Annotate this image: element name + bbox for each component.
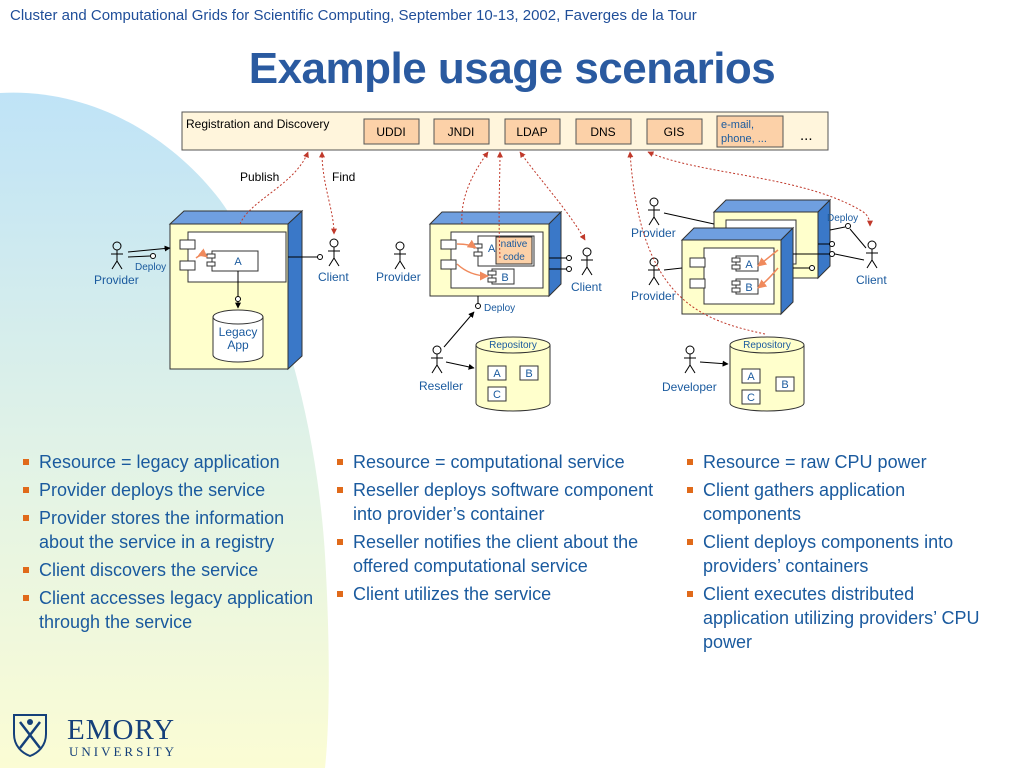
find-label: Find: [332, 170, 355, 184]
publish-arrow: [239, 151, 309, 225]
native-code-box: native code A: [473, 235, 535, 267]
legacy-label-1: Legacy: [219, 325, 258, 339]
legacy-app-cylinder: Legacy App: [212, 309, 264, 363]
bullet-item: Reseller notifies the client about the o…: [334, 530, 664, 578]
provider-bottom-actor-icon: [647, 257, 661, 286]
repo-c-label: C: [493, 389, 501, 401]
component-b-label: B: [501, 272, 508, 284]
component-b-label: B: [745, 282, 752, 294]
registry-service-dns: DNS: [575, 118, 632, 145]
registry-service-label: LDAP: [516, 125, 547, 139]
component-b: B: [731, 278, 759, 295]
component-a-label: A: [488, 243, 496, 255]
deploy-label: Deploy: [827, 213, 858, 224]
repository-cylinder: Repository A B C: [475, 336, 551, 412]
registry-ellipsis: ...: [800, 127, 813, 144]
provider-label: Provider: [376, 270, 421, 284]
provider-actor-icon: [393, 241, 407, 270]
registry-service-ldap: LDAP: [504, 118, 561, 145]
component-a: A: [731, 255, 759, 272]
bullet-item: Client deploys components into providers…: [684, 530, 1004, 578]
provider-bottom-label: Provider: [631, 289, 676, 303]
bullet-item: Client accesses legacy application throu…: [20, 586, 320, 634]
registry-service-label: UDDI: [376, 125, 405, 139]
slide-title: Example usage scenarios: [248, 44, 776, 93]
publish-label: Publish: [240, 170, 279, 184]
registry-service-email-phone: e-mail, phone, ...: [716, 115, 784, 148]
bullets-computational-scenario: Resource = computational service Reselle…: [334, 450, 664, 610]
bullet-item: Resource = raw CPU power: [684, 450, 1004, 474]
repo-a-label: A: [747, 371, 755, 383]
reseller-label: Reseller: [419, 379, 463, 393]
registry-service-label: GIS: [664, 125, 685, 139]
component-b: B: [487, 268, 515, 285]
registry-service-jndi: JNDI: [433, 118, 490, 145]
repo-a-label: A: [493, 368, 501, 380]
provider-actor-icon: [110, 241, 124, 270]
native-label-2: code: [503, 252, 525, 263]
component-a: A: [206, 250, 259, 272]
slide-header: Cluster and Computational Grids for Scie…: [10, 7, 697, 24]
repository-cylinder: Repository A B C: [729, 336, 805, 412]
bullets-cpu-scenario: Resource = raw CPU power Client gathers …: [684, 450, 1004, 658]
repo-b-label: B: [781, 379, 788, 391]
bullet-item: Provider stores the information about th…: [20, 506, 320, 554]
registry-bar: Registration and Discovery UDDI JNDI LDA…: [181, 111, 829, 151]
registry-service-label: DNS: [590, 125, 615, 139]
client-actor-icon: [580, 247, 594, 276]
repository-label: Repository: [489, 340, 537, 351]
scenario1: A Legacy App Provider Deploy Client Publ…: [94, 151, 355, 371]
find-arrow: [319, 151, 337, 235]
provider-label: Provider: [94, 273, 139, 287]
client-label: Client: [571, 280, 602, 294]
logo-subtitle: UNIVERSITY: [69, 744, 177, 759]
bullet-item: Client discovers the service: [20, 558, 320, 582]
legacy-label-2: App: [227, 338, 249, 352]
scenario3: A B Provider Provider Deploy Client: [627, 151, 887, 412]
bullet-item: Client gathers application components: [684, 478, 1004, 526]
bullet-item: Provider deploys the service: [20, 478, 320, 502]
emory-shield-logo-icon: [13, 714, 47, 758]
bullets-legacy-scenario: Resource = legacy application Provider d…: [20, 450, 320, 638]
bullet-item: Reseller deploys software component into…: [334, 478, 664, 526]
repo-b-label: B: [525, 368, 532, 380]
client-actor-icon: [327, 238, 341, 267]
reseller-actor-icon: [430, 345, 444, 374]
bullet-item: Client utilizes the service: [334, 582, 664, 606]
registry-service-label: JNDI: [448, 125, 475, 139]
registry-service-gis: GIS: [646, 118, 703, 145]
registry-extra-line1: e-mail,: [721, 119, 754, 131]
provider-top-label: Provider: [631, 226, 676, 240]
bullet-item: Resource = computational service: [334, 450, 664, 474]
component-label: A: [234, 256, 242, 268]
scenario2: native code A B Provider Client Deploy: [376, 151, 602, 412]
registry-label: Registration and Discovery: [186, 117, 329, 131]
repository-label: Repository: [743, 340, 791, 351]
deploy-label: Deploy: [135, 262, 166, 273]
developer-label: Developer: [662, 380, 717, 394]
logo-name: EMORY: [67, 714, 176, 746]
client-label: Client: [856, 273, 887, 287]
container-box-front: [680, 226, 795, 316]
repo-c-label: C: [747, 392, 755, 404]
registry-extra-line2: phone, ...: [721, 133, 767, 145]
developer-actor-icon: [683, 345, 697, 374]
registry-service-uddi: UDDI: [363, 118, 420, 145]
client-label: Client: [318, 270, 349, 284]
component-a-label: A: [745, 259, 753, 271]
provider-top-actor-icon: [647, 197, 661, 226]
client-actor-icon: [865, 240, 879, 269]
native-label-1: native: [501, 239, 528, 250]
bullet-item: Resource = legacy application: [20, 450, 320, 474]
deploy-label: Deploy: [484, 303, 515, 314]
bullet-item: Client executes distributed application …: [684, 582, 1004, 654]
